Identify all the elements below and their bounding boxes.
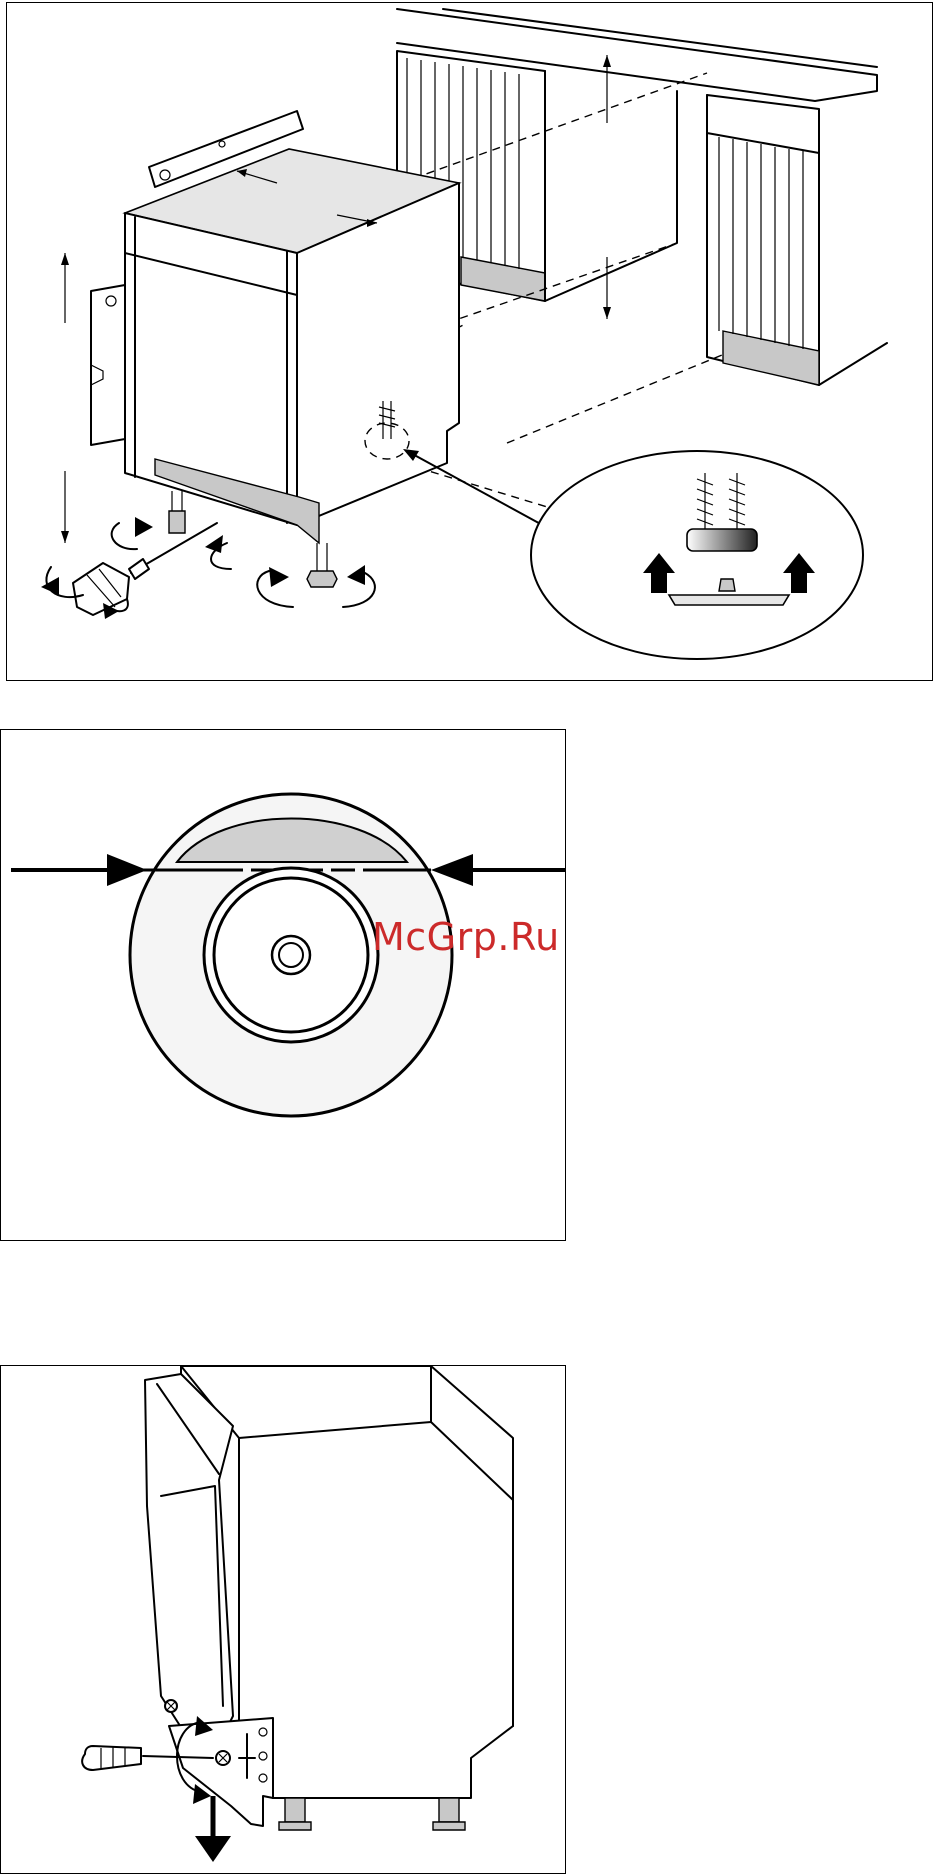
down-arrow-icon bbox=[195, 1796, 231, 1862]
adjustable-foot-detail bbox=[531, 451, 863, 659]
dishwasher-door-illustration bbox=[145, 1366, 233, 1768]
figure-door-hinge-adjustment bbox=[0, 1365, 566, 1874]
figure-level-indicator bbox=[0, 729, 566, 1241]
screwdriver-icon bbox=[73, 523, 217, 615]
figure-levelling-adjustable-feet bbox=[6, 2, 933, 681]
dishwasher-illustration bbox=[125, 149, 459, 587]
watermark-text: McGrp.Ru bbox=[372, 915, 560, 959]
spirit-level-icon bbox=[61, 253, 125, 543]
left-arrow-icon bbox=[11, 854, 147, 886]
kitchen-cabinets-illustration bbox=[397, 9, 887, 385]
right-arrow-icon bbox=[431, 854, 565, 886]
